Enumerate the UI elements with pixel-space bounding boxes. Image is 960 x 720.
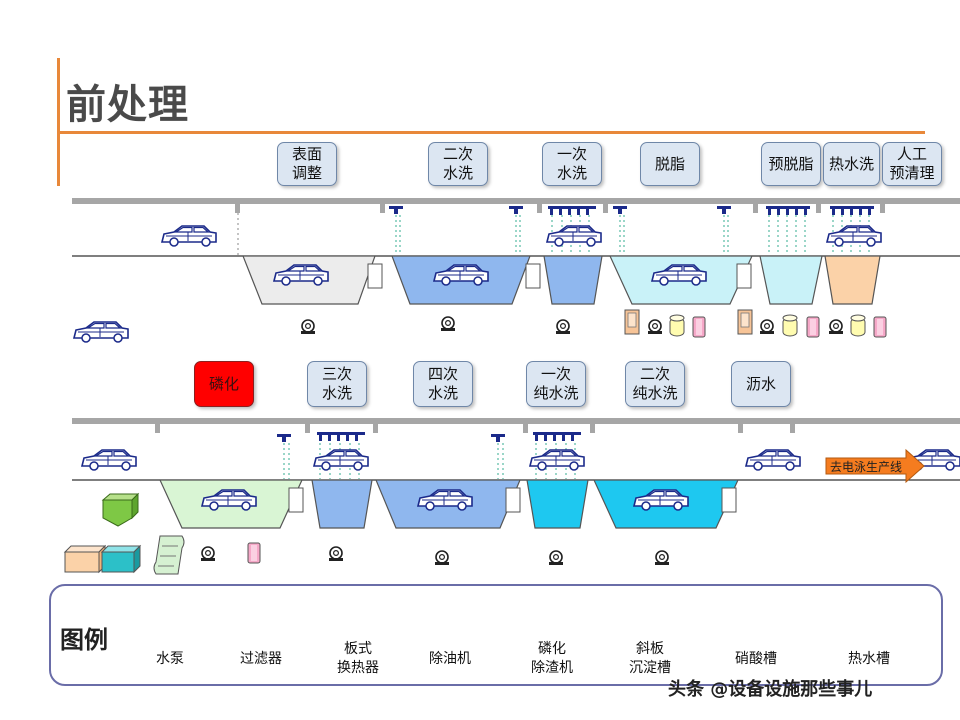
spray-group-top (389, 206, 874, 215)
car-icon (161, 225, 217, 247)
legend-label-hotwater: 热水槽 (848, 651, 890, 667)
stage-label-phosphate: 磷化 (194, 361, 254, 407)
stage-label-rinse3: 三次 水洗 (307, 361, 367, 407)
conveyor-rail-bottom (72, 418, 960, 424)
car-icon (529, 449, 585, 471)
legend-title: 图例 (60, 626, 108, 654)
watermark: 头条 @设备设施那些事儿 (668, 679, 873, 700)
stage-label-manual: 人工 预清理 (882, 142, 942, 186)
stage-label-pure1: 一次 纯水洗 (526, 361, 586, 407)
tank-rinse-1 (543, 255, 603, 305)
car-icon (313, 449, 369, 471)
stage-label-pure2: 二次 纯水洗 (625, 361, 685, 407)
stage-label-degrease: 脱脂 (640, 142, 700, 186)
legend-label-settle: 斜板 沉淀槽 (629, 641, 671, 676)
car-icon (73, 321, 129, 343)
exit-arrow: 去电泳生产线 (825, 448, 925, 484)
car-icon (826, 225, 882, 247)
stage-label-surface: 表面 调整 (277, 142, 337, 186)
stage-label-drain: 沥水 (731, 361, 791, 407)
title-accent-horizontal (57, 131, 925, 134)
hot-water-tank-icon (63, 544, 107, 574)
tank-rinse-3 (311, 479, 373, 529)
car-icon (81, 449, 137, 471)
legend-label-oil: 除油机 (429, 651, 471, 667)
car-icon (546, 225, 602, 247)
legend-label-filter: 过滤器 (240, 651, 282, 667)
spray-group-bottom (277, 432, 581, 442)
stage-label-rinse2: 二次 水洗 (428, 142, 488, 186)
exit-arrow-label: 去电泳生产线 (830, 460, 902, 474)
stage-label-rinse1: 一次 水洗 (542, 142, 602, 186)
page-title: 前处理 (66, 82, 189, 128)
slag-remover-icon (153, 535, 185, 575)
legend-label-nitric: 硝酸槽 (735, 651, 777, 667)
nitric-acid-tank-icon (100, 544, 142, 574)
legend-panel (49, 584, 943, 686)
legend-label-plate: 板式 换热器 (337, 641, 379, 676)
stage-label-predegrease: 预脱脂 (761, 142, 821, 186)
settling-tank-icon (101, 492, 140, 527)
car-icon (745, 449, 801, 471)
legend-label-pump: 水泵 (156, 651, 184, 667)
tank-hot-water-wash (824, 255, 881, 305)
tank-pure-rinse-1 (526, 479, 589, 529)
title-accent-vertical (57, 58, 60, 186)
conveyor-rail-top (72, 198, 960, 204)
stage-label-hotwash: 热水洗 (823, 142, 880, 186)
tank-predegrease (759, 255, 823, 305)
legend-label-slag: 磷化 除渣机 (531, 641, 573, 676)
stage-label-rinse4: 四次 水洗 (413, 361, 473, 407)
